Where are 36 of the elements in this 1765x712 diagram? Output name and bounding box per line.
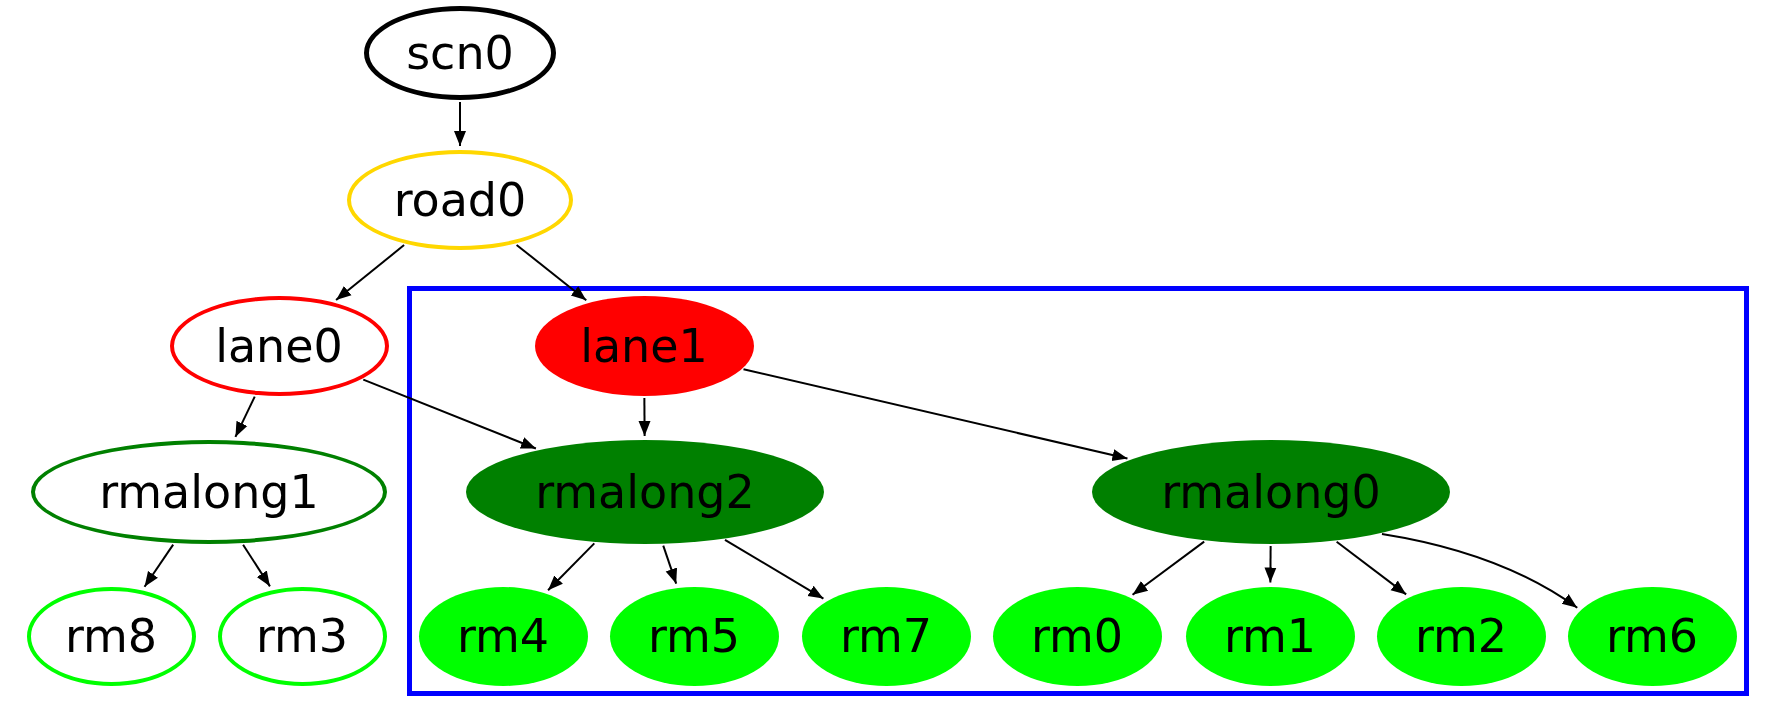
node-label: lane1 bbox=[580, 323, 708, 369]
arrow bbox=[724, 538, 825, 600]
ellipse-node bbox=[347, 150, 573, 250]
node-label: scn0 bbox=[406, 30, 514, 76]
ellipse-node bbox=[364, 6, 556, 100]
arrow bbox=[1264, 545, 1277, 584]
ellipse-node bbox=[169, 296, 389, 396]
arrow bbox=[1131, 540, 1206, 596]
arrow bbox=[335, 244, 406, 301]
ellipse-node bbox=[217, 586, 387, 686]
ellipse-node bbox=[31, 440, 387, 544]
node-label: rm1 bbox=[1223, 613, 1317, 659]
arrow bbox=[1335, 540, 1408, 596]
arrow bbox=[742, 368, 1129, 461]
arrow bbox=[1380, 532, 1579, 609]
node-label: rm4 bbox=[456, 613, 550, 659]
node-label: rm2 bbox=[1414, 613, 1508, 659]
node-label: rm6 bbox=[1605, 613, 1699, 659]
arrow bbox=[547, 542, 596, 592]
arrow bbox=[234, 395, 256, 438]
cluster-frame bbox=[407, 286, 1749, 696]
node-label: road0 bbox=[393, 177, 527, 223]
arrow bbox=[454, 101, 466, 147]
arrow bbox=[362, 378, 537, 450]
arrow bbox=[662, 544, 678, 585]
node-label: rm8 bbox=[64, 613, 158, 659]
node-label: rm5 bbox=[647, 613, 741, 659]
node-label: lane0 bbox=[215, 323, 343, 369]
arrow bbox=[143, 543, 175, 588]
arrow bbox=[242, 543, 271, 588]
arrow bbox=[638, 397, 651, 437]
node-label: rm0 bbox=[1030, 613, 1124, 659]
node-label: rm7 bbox=[839, 613, 933, 659]
arrow bbox=[515, 243, 588, 302]
ellipse-node bbox=[26, 586, 196, 686]
node-label: rm3 bbox=[255, 613, 349, 659]
